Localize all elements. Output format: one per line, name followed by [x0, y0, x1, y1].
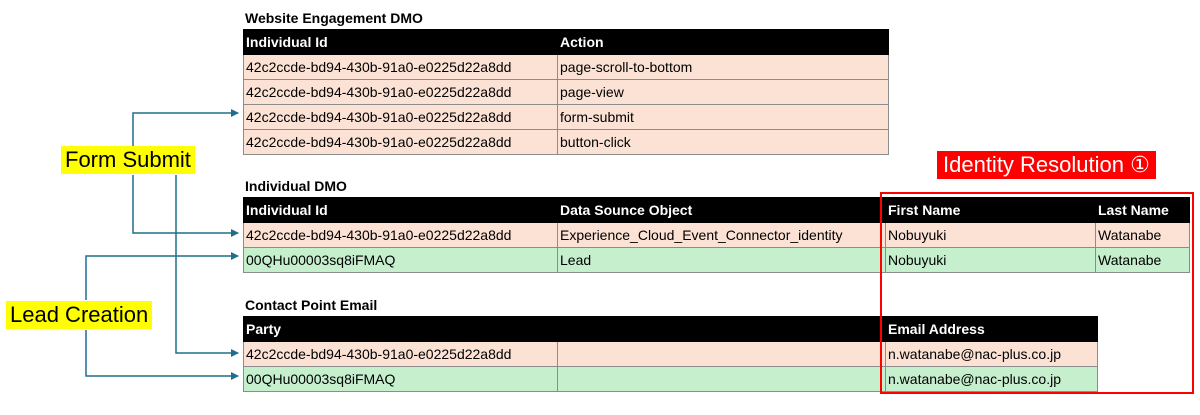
table-row: 42c2ccde-bd94-430b-91a0-e0225d22a8dd but…: [243, 129, 889, 155]
arrow-to-individual-row-1: [132, 175, 239, 237]
individual-dmo-table: Individual Id Data Sounce Object First N…: [243, 197, 1190, 273]
column-header-individual-id: Individual Id: [243, 197, 558, 223]
column-header-first-name: First Name: [885, 197, 1096, 223]
cell-last-name: Watanabe: [1095, 222, 1190, 248]
cell-party: 42c2ccde-bd94-430b-91a0-e0225d22a8dd: [243, 341, 558, 367]
website-engagement-title: Website Engagement DMO: [245, 10, 423, 26]
cell-individual-id: 42c2ccde-bd94-430b-91a0-e0225d22a8dd: [243, 222, 558, 248]
table-header-row: Individual Id Data Sounce Object First N…: [243, 197, 1190, 223]
individual-dmo-title: Individual DMO: [245, 178, 347, 194]
website-engagement-table: Individual Id Action 42c2ccde-bd94-430b-…: [243, 29, 889, 155]
cell-individual-id: 42c2ccde-bd94-430b-91a0-e0225d22a8dd: [243, 129, 558, 155]
arrow-to-individual-row-2: [85, 252, 239, 300]
lead-creation-label: Lead Creation: [6, 301, 153, 329]
cell-blank: [557, 341, 886, 367]
form-submit-label: Form Submit: [61, 146, 195, 174]
column-header-data-source-object: Data Sounce Object: [557, 197, 886, 223]
column-header-email-address: Email Address: [885, 316, 1098, 342]
contact-point-email-table: Party Email Address 42c2ccde-bd94-430b-9…: [243, 316, 1098, 392]
cell-email-address: n.watanabe@nac-plus.co.jp: [885, 366, 1098, 392]
cell-individual-id: 00QHu00003sq8iFMAQ: [243, 247, 558, 273]
cell-first-name: Nobuyuki: [885, 222, 1096, 248]
column-header-blank: [557, 316, 886, 342]
column-header-last-name: Last Name: [1095, 197, 1190, 223]
table-row: 00QHu00003sq8iFMAQ n.watanabe@nac-plus.c…: [243, 366, 1098, 392]
cell-individual-id: 42c2ccde-bd94-430b-91a0-e0225d22a8dd: [243, 79, 558, 105]
cell-blank: [557, 366, 886, 392]
cell-party: 00QHu00003sq8iFMAQ: [243, 366, 558, 392]
contact-point-email-title: Contact Point Email: [245, 297, 378, 313]
column-header-party: Party: [243, 316, 558, 342]
cell-last-name: Watanabe: [1095, 247, 1190, 273]
table-header-row: Party Email Address: [243, 316, 1098, 342]
cell-individual-id: 42c2ccde-bd94-430b-91a0-e0225d22a8dd: [243, 104, 558, 130]
table-row: 42c2ccde-bd94-430b-91a0-e0225d22a8dd n.w…: [243, 341, 1098, 367]
arrow-to-form-submit-row: [132, 109, 239, 147]
column-header-action: Action: [557, 29, 889, 55]
arrow-to-contact-row-2: [85, 330, 239, 380]
arrow-to-contact-row-1: [175, 175, 239, 357]
cell-individual-id: 42c2ccde-bd94-430b-91a0-e0225d22a8dd: [243, 54, 558, 80]
identity-resolution-box: [880, 192, 1194, 394]
table-row: 00QHu00003sq8iFMAQ Lead Nobuyuki Watanab…: [243, 247, 1190, 273]
cell-action: form-submit: [557, 104, 889, 130]
table-row: 42c2ccde-bd94-430b-91a0-e0225d22a8dd pag…: [243, 54, 889, 80]
table-header-row: Individual Id Action: [243, 29, 889, 55]
cell-action: button-click: [557, 129, 889, 155]
cell-first-name: Nobuyuki: [885, 247, 1096, 273]
table-row: 42c2ccde-bd94-430b-91a0-e0225d22a8dd for…: [243, 104, 889, 130]
identity-resolution-label: Identity Resolution ①: [937, 151, 1156, 179]
cell-email-address: n.watanabe@nac-plus.co.jp: [885, 341, 1098, 367]
